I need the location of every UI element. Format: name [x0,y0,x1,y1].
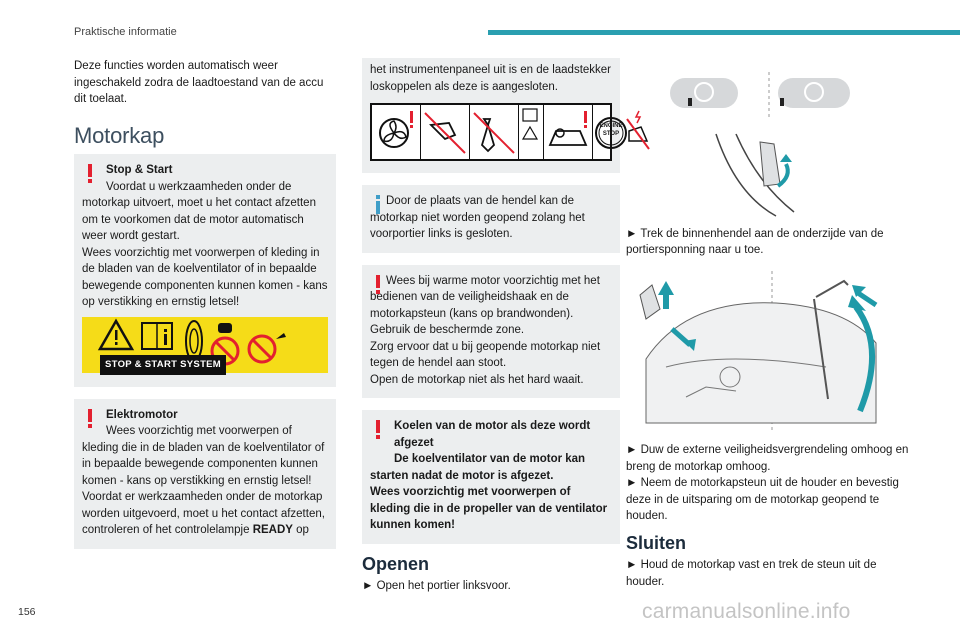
manual-pictogram [519,105,544,159]
column-1: Deze functies worden automatisch weer in… [74,58,336,549]
warning-text: Wees voorzichtig met voorwerpen of kledi… [82,425,325,487]
watermark: carmanualsonline.info [642,600,851,623]
page-number: 156 [18,606,36,618]
hand-pictogram [421,105,470,159]
step-safety-catch: ► Duw de externe veiligheidsvergrendelin… [626,444,909,473]
step-hood-stay: ► Neem de motorkapsteun uit de houder en… [626,477,899,522]
fan-warning-label-image: ENGINE STOP [370,103,650,161]
step-pull-lever: ► Trek de binnenhendel aan de onderzijde… [626,227,884,257]
header-accent-bar [488,30,960,35]
fan-pictogram [372,105,421,159]
warning-title: Elektromotor [106,408,178,421]
warning-icon [376,420,380,439]
warning-text-2: Wees voorzichtig met voorwerpen of kledi… [82,246,328,309]
hot-engine-pictogram [544,105,593,159]
info-text: Door de plaats van de hendel kan de moto… [370,195,585,240]
info-box-lever: Door de plaats van de hendel kan de moto… [362,185,620,253]
warning-box-cooling: Koelen van de motor als deze wordt afgez… [362,410,620,544]
warning-icon [376,274,380,294]
warning-icon [88,164,92,183]
warning-text-2: Voordat er werkzaamheden onder de motork… [82,491,325,536]
running-header: Praktische informatie [74,26,177,38]
warning-text-3: Open de motorkap niet als het hard waait… [370,373,584,386]
section-heading-sluiten: Sluiten [626,532,687,553]
info-icon [376,195,380,214]
step-open-door: ► Open het portier linksvoor. [362,580,511,592]
warning-box-elektromotor: Elektromotor Wees voorzichtig met voorwe… [74,398,336,549]
hood-open-illustration [639,270,878,431]
tie-pictogram [470,105,519,159]
warning-title: Koelen van de motor als deze wordt afgez… [394,420,591,449]
section-heading-openen: Openen [362,553,430,574]
warning-title: Stop & Start [106,164,173,176]
engine-stop-text: ENGINE STOP [599,123,623,137]
warning-box-stop-start: Stop & Start Voordat u werkzaamheden ond… [74,154,336,387]
warning-box-continued: het instrumentenpaneel uit is en de laad… [362,58,650,173]
label-pictograms [97,317,286,365]
warning-text-2: Zorg ervoor dat u bij geopende motorkap … [370,340,601,370]
section-heading-motorkap: Motorkap [74,122,165,148]
warning-text: Wees bij warme motor voorzichtig met het… [370,274,600,337]
stop-start-badge: STOP & START SYSTEM [100,354,227,375]
warning-box-hot-engine: Wees bij warme motor voorzichtig met het… [362,264,620,398]
column-3: ► Trek de binnenhendel aan de onderzijde… [626,58,916,590]
warning-text: De koelventilator van de motor kan start… [370,453,586,482]
column-2: het instrumentenpaneel uit is en de laad… [362,58,650,595]
warning-icon [88,408,92,428]
intro-paragraph: Deze functies worden automatisch weer in… [74,60,324,105]
engine-stop-pictogram: ENGINE STOP [593,105,651,159]
warning-text-2: Wees voorzichtig met voorwerpen of kledi… [370,486,608,531]
stop-start-label-image: STOP & START SYSTEM [82,316,328,375]
door-lever-illustration [670,72,850,217]
warning-text: Voordat u werkzaamheden onder de motorka… [82,180,316,243]
continued-text: het instrumentenpaneel uit is en de laad… [370,64,612,93]
step-close-hood: ► Houd de motorkap vast en trek de steun… [626,559,877,588]
